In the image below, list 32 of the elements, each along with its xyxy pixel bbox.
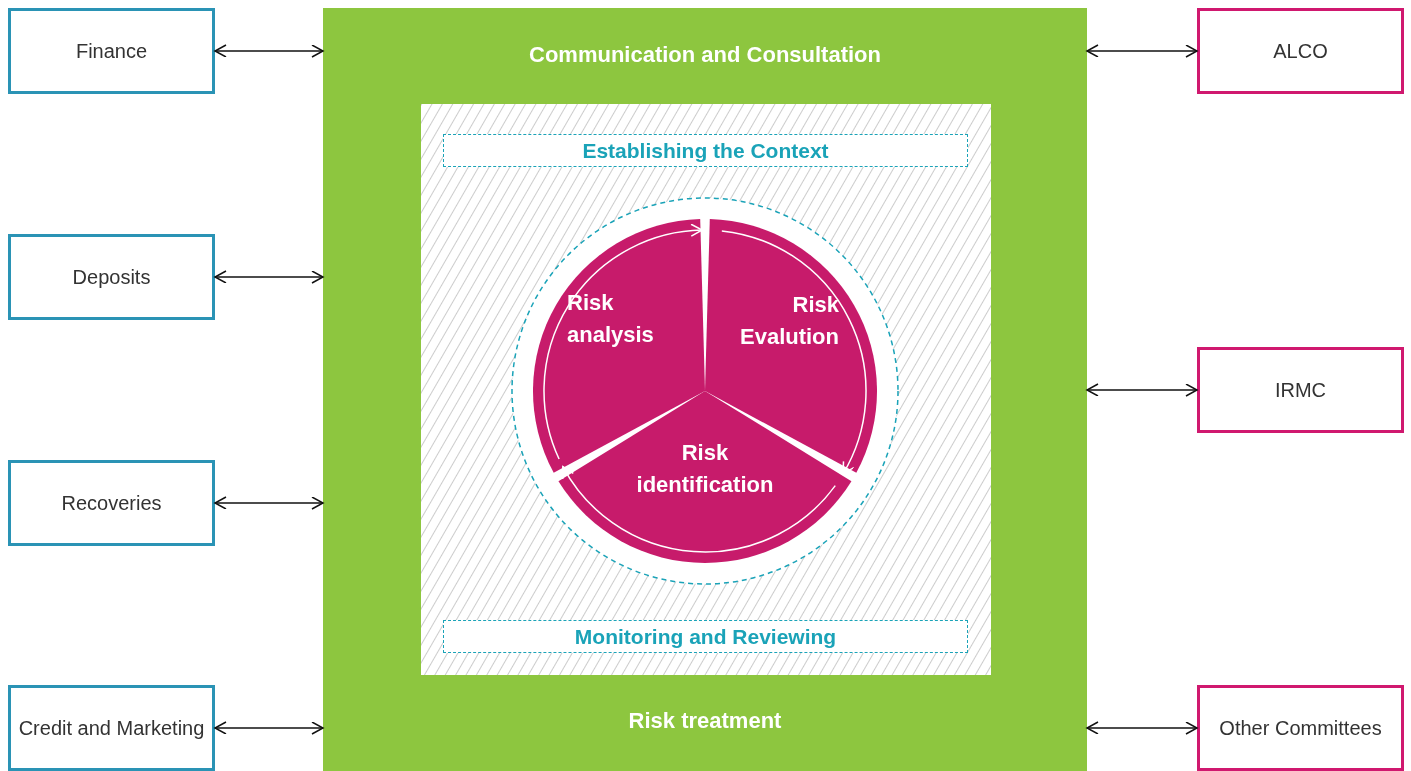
process-box — [1197, 685, 1404, 771]
box-label: Other Committees — [1219, 716, 1382, 741]
box-label: Credit and Marketing — [18, 716, 205, 741]
banner-label: Establishing the Context — [582, 138, 829, 163]
segment-label: Risk analysis — [567, 289, 655, 349]
banner-label: Monitoring and Reviewing — [574, 624, 837, 649]
cycle-arrow — [562, 465, 836, 553]
process-box — [8, 685, 215, 771]
box-label: Deposits — [72, 265, 151, 290]
double-arrow — [1086, 721, 1198, 735]
segment-label: Risk Evalution — [739, 291, 839, 351]
double-arrow — [214, 496, 324, 510]
dashed-banner — [443, 620, 968, 653]
box-label: Recoveries — [61, 491, 162, 516]
process-box — [1197, 8, 1404, 94]
double-arrow — [214, 721, 324, 735]
double-arrow — [214, 270, 324, 284]
box-label: Finance — [75, 39, 148, 64]
box-label: IRMC — [1274, 378, 1327, 403]
double-arrow — [1086, 383, 1198, 397]
process-box — [8, 8, 215, 94]
process-box — [8, 234, 215, 320]
dashed-banner — [443, 134, 968, 167]
panel-footer: Risk treatment — [323, 708, 1087, 734]
process-box — [1197, 347, 1404, 433]
box-label: ALCO — [1273, 39, 1328, 64]
segment-label: Risk identification — [635, 439, 775, 499]
panel-title: Communication and Consultation — [528, 42, 882, 68]
double-arrow — [214, 44, 324, 58]
process-box — [8, 460, 215, 546]
double-arrow — [1086, 44, 1198, 58]
process-panel — [323, 8, 1087, 771]
